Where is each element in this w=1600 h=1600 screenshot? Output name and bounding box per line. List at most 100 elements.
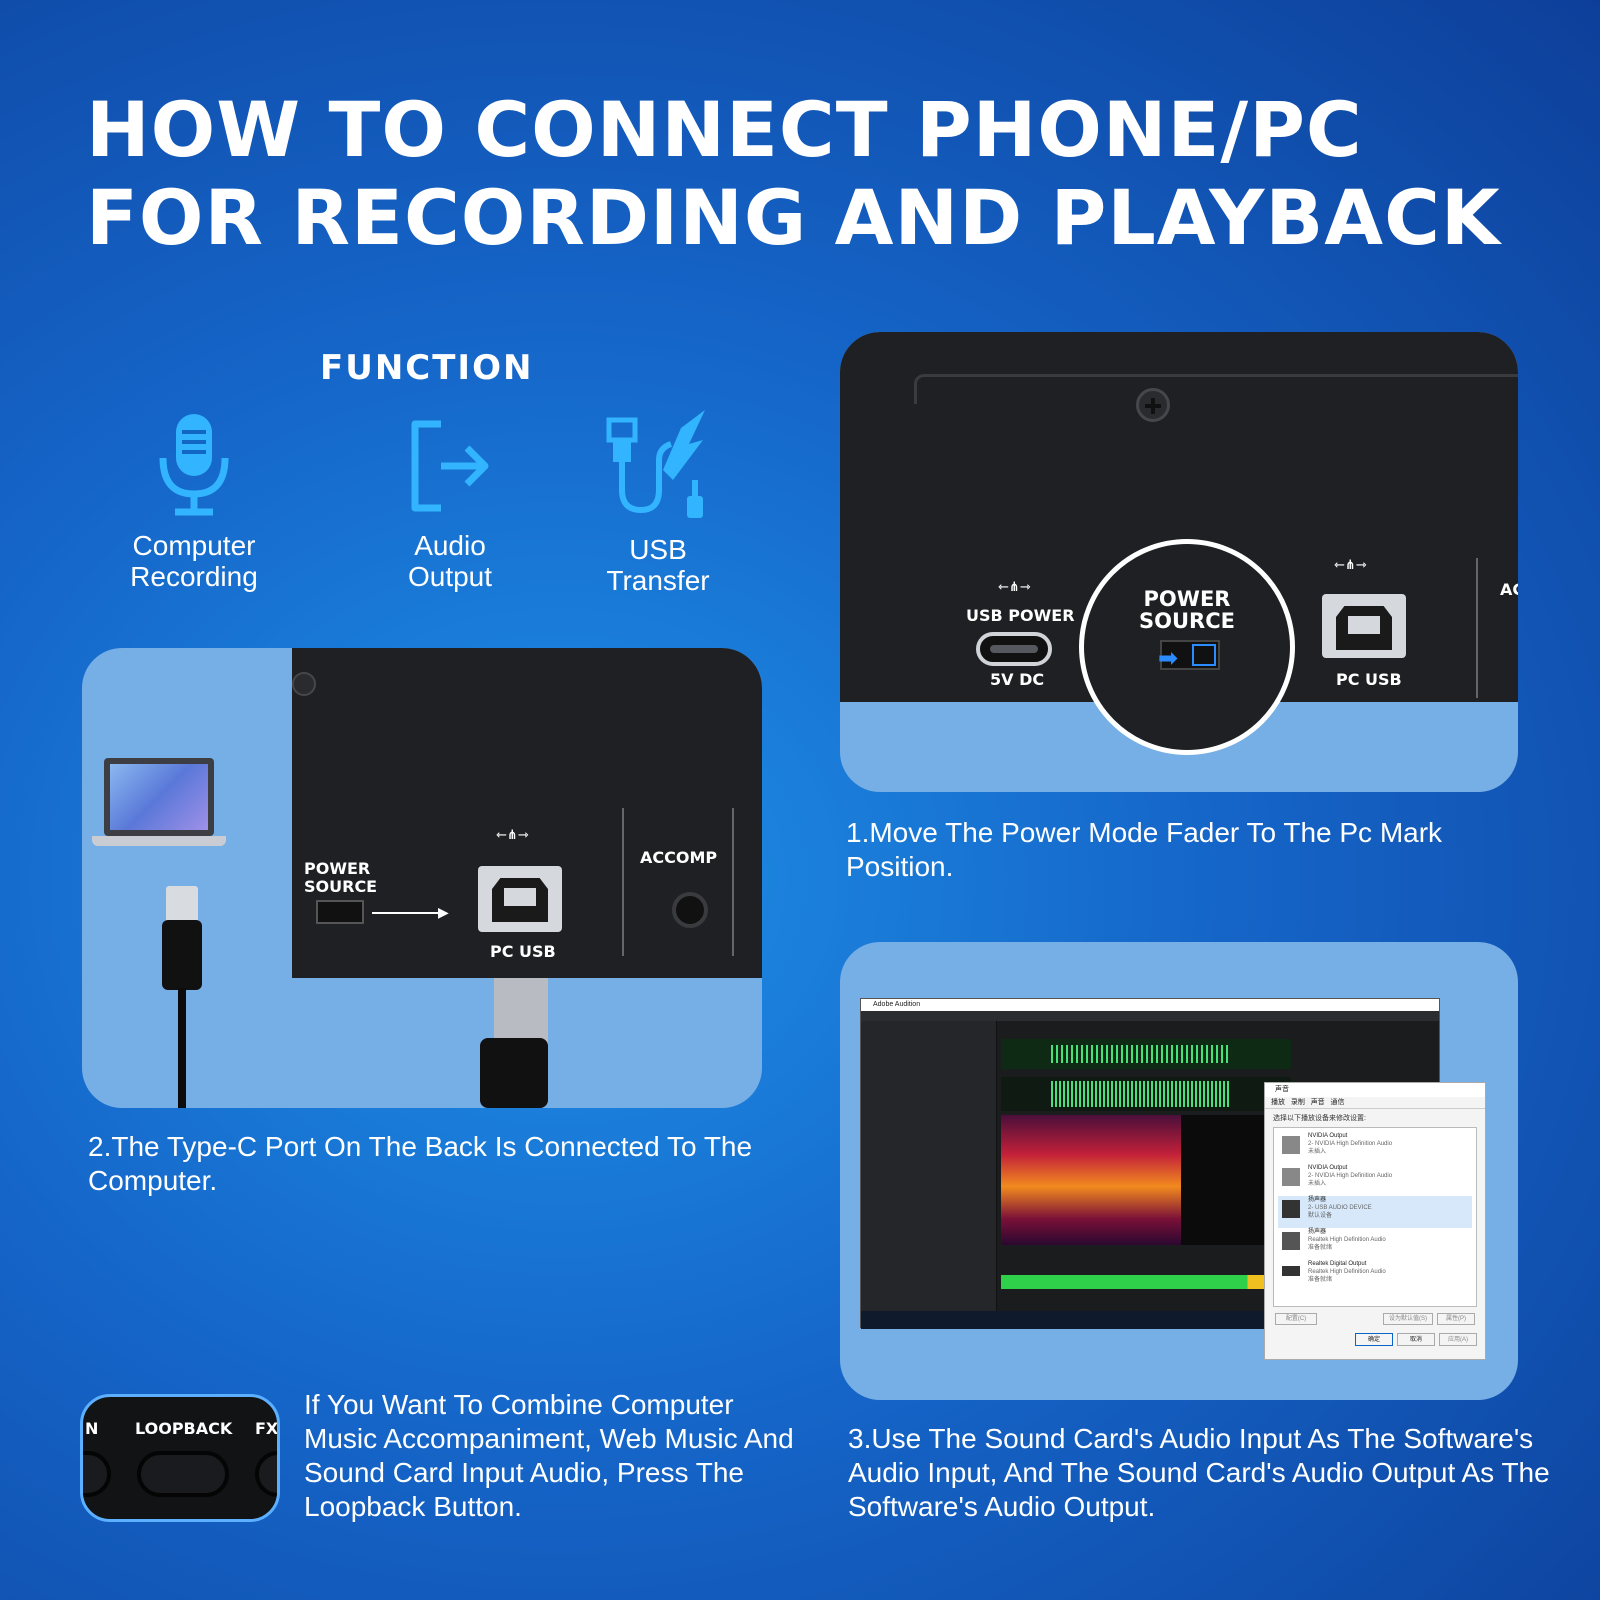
usb-a-plug xyxy=(166,886,198,926)
function-item-audio-output: Audio Output xyxy=(350,410,550,592)
device-status: 准备就绪 xyxy=(1308,1245,1333,1251)
speaker-icon xyxy=(1282,1232,1300,1250)
power-source-label: POWER SOURCE xyxy=(1084,588,1290,632)
speaker-icon xyxy=(1282,1200,1300,1218)
list-item-selected[interactable]: 扬声器 2- USB AUDIO DEVICE 默认设备 xyxy=(1278,1196,1472,1228)
panel-divider xyxy=(622,808,624,956)
usb-symbol-icon: ⇽⋔⇾ xyxy=(1334,558,1367,573)
panel-divider xyxy=(1476,558,1478,698)
set-default-button[interactable]: 设为默认值(S) xyxy=(1383,1313,1433,1325)
tab-playback[interactable]: 播放 xyxy=(1271,1099,1285,1106)
function-item-computer-recording: Computer Recording xyxy=(94,410,294,592)
function-label-line2: Transfer xyxy=(606,565,710,596)
function-label-line1: Audio xyxy=(414,530,486,561)
device-name: 扬声器 xyxy=(1308,1197,1327,1203)
function-label-computer-recording: Computer Recording xyxy=(94,530,294,592)
panel-edge xyxy=(914,374,1518,404)
device-name: Realtek Digital Output xyxy=(1308,1261,1367,1267)
audition-files-panel xyxy=(861,1021,997,1311)
usb-b-port xyxy=(1322,594,1406,658)
sound-dialog: 声音 播放 录制 声音 通信 选择以下播放设备来修改设置: NVIDIA Out… xyxy=(1264,1082,1486,1360)
list-item[interactable]: NVIDIA Output 2- NVIDIA High Definition … xyxy=(1278,1132,1472,1164)
arrow-right-icon: ▶ xyxy=(438,904,449,920)
device-desc: 2- NVIDIA High Definition Audio xyxy=(1308,1141,1393,1147)
sound-dialog-title: 声音 xyxy=(1265,1083,1485,1097)
configure-button[interactable]: 配置(C) xyxy=(1275,1313,1317,1325)
laptop-base xyxy=(92,836,226,846)
pc-usb-label: PC USB xyxy=(490,942,556,961)
function-label-line1: Computer xyxy=(132,530,256,561)
properties-button[interactable]: 属性(P) xyxy=(1437,1313,1475,1325)
power-source-label: POWER SOURCE xyxy=(304,860,377,896)
laptop-screen xyxy=(104,758,214,836)
power-source-fader xyxy=(316,900,364,924)
usb-symbol-icon: ⇽⋔⇾ xyxy=(496,828,529,843)
device-name: NVIDIA Output xyxy=(1308,1133,1348,1139)
pc-usb-label: PC USB xyxy=(1336,670,1402,689)
spectrogram xyxy=(1001,1115,1181,1245)
power-source-zoom-circle: POWER SOURCE ➡ xyxy=(1079,539,1295,755)
list-item[interactable]: NVIDIA Output 2- NVIDIA High Definition … xyxy=(1278,1164,1472,1196)
loopback-text: If You Want To Combine Computer Music Ac… xyxy=(304,1389,794,1522)
list-item[interactable]: Realtek Digital Output Realtek High Defi… xyxy=(1278,1260,1472,1292)
tab-communications[interactable]: 通信 xyxy=(1330,1099,1345,1106)
tab-recording[interactable]: 录制 xyxy=(1290,1099,1305,1106)
cancel-button[interactable]: 取消 xyxy=(1397,1333,1435,1346)
device-desc: 2- NVIDIA High Definition Audio xyxy=(1308,1173,1393,1179)
list-item[interactable]: 扬声器 Realtek High Definition Audio 准备就绪 xyxy=(1278,1228,1472,1260)
audition-menubar xyxy=(861,1011,1439,1021)
device-status: 未插入 xyxy=(1308,1181,1327,1187)
screw-icon xyxy=(292,672,316,696)
arrow-right-icon: ➡ xyxy=(1158,645,1179,672)
step3-image-card: Adobe Audition 声音 播放 录制 声音 通信 选择以下播放设备来修… xyxy=(840,942,1518,1400)
sound-dialog-footer: 确定 取消 应用(A) xyxy=(1265,1329,1485,1351)
function-label-line2: Output xyxy=(407,561,493,592)
usb-b-plug-body xyxy=(480,1038,548,1108)
neighbor-button-left xyxy=(83,1451,111,1497)
function-label-audio-output: Audio Output xyxy=(350,530,550,592)
screw-icon xyxy=(1136,388,1170,422)
function-heading: FUNCTION xyxy=(320,348,534,388)
speaker-icon xyxy=(1282,1136,1300,1154)
waveform-overview xyxy=(1001,1039,1291,1069)
title-line-1: HOW TO CONNECT PHONE/PC xyxy=(86,85,1363,174)
loopback-right-label: FX xyxy=(255,1419,279,1438)
five-v-dc-label: 5V DC xyxy=(990,670,1045,689)
step1-image-card: ⇽⋔⇾ USB POWER 5V DC POWER SOURCE ➡ ⇽⋔⇾ P… xyxy=(840,332,1518,792)
loopback-button-image: N LOOPBACK FX xyxy=(80,1394,280,1522)
tab-sounds[interactable]: 声音 xyxy=(1310,1099,1325,1106)
power-label: POWER xyxy=(304,859,371,878)
ac-label: AC xyxy=(1500,580,1518,599)
arrow-line xyxy=(372,912,444,914)
device-status: 准备就绪 xyxy=(1308,1277,1333,1283)
microphone-icon xyxy=(159,414,229,516)
device-desc: 2- USB AUDIO DEVICE xyxy=(1308,1205,1372,1211)
digital-output-icon xyxy=(1282,1266,1300,1276)
accomp-jack xyxy=(672,892,708,928)
accomp-label: ACCOMP xyxy=(640,848,718,867)
usb-a-plug-body xyxy=(162,920,202,990)
audio-output-icon xyxy=(411,420,489,512)
device-desc: Realtek High Definition Audio xyxy=(1308,1269,1386,1275)
loopback-label: LOOPBACK xyxy=(135,1419,233,1438)
function-label-usb-transfer: USB Transfer xyxy=(558,534,758,596)
usb-b-port xyxy=(478,866,562,932)
apply-button[interactable]: 应用(A) xyxy=(1439,1333,1477,1346)
function-label-line1: USB xyxy=(629,534,687,565)
page-title: HOW TO CONNECT PHONE/PC FOR RECORDING AN… xyxy=(86,86,1546,262)
step2-image-card: POWER SOURCE ▶ ⇽⋔⇾ PC USB ACCOMP xyxy=(82,648,762,1108)
sound-dialog-row-buttons: 配置(C) 设为默认值(S) 属性(P) xyxy=(1265,1307,1485,1329)
loopback-button[interactable] xyxy=(137,1451,229,1497)
level-meter xyxy=(1001,1275,1291,1289)
device-desc: Realtek High Definition Audio xyxy=(1308,1237,1386,1243)
power-source-fader xyxy=(1160,640,1220,670)
step2-text: 2.The Type-C Port On The Back Is Connect… xyxy=(88,1131,753,1196)
device-status: 未插入 xyxy=(1308,1149,1327,1155)
audition-titlebar: Adobe Audition xyxy=(861,999,1439,1011)
device-name: 扬声器 xyxy=(1308,1229,1327,1235)
ok-button[interactable]: 确定 xyxy=(1355,1333,1393,1346)
source-label: SOURCE xyxy=(304,877,378,896)
usb-cable xyxy=(178,988,186,1108)
power-label: POWER xyxy=(1143,587,1231,611)
function-label-line2: Recording xyxy=(130,561,258,592)
